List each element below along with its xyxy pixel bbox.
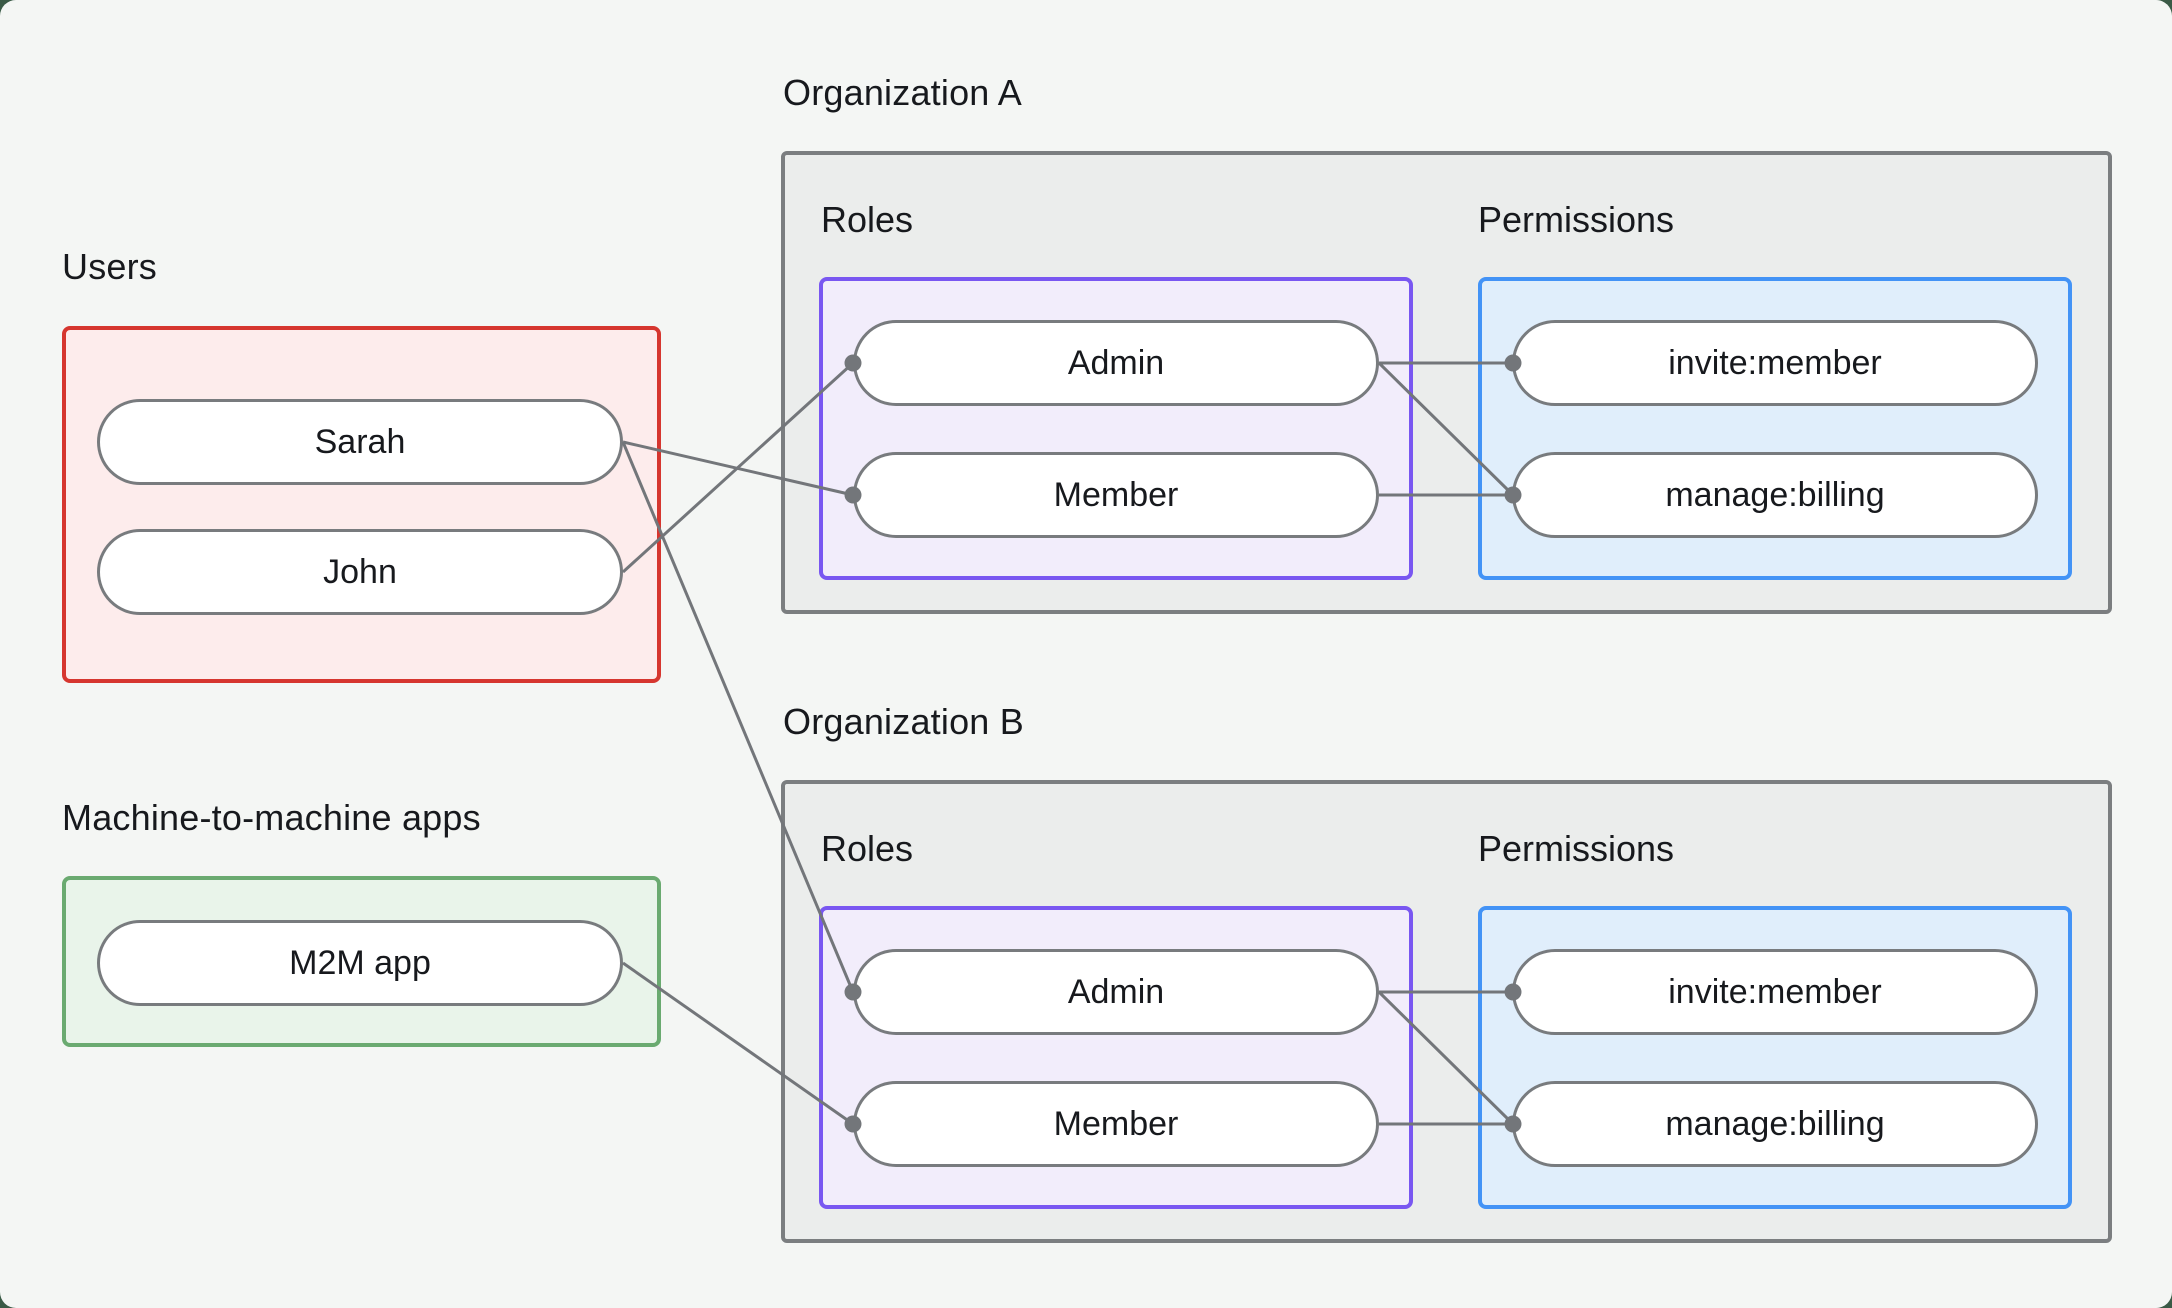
user-node-john: John <box>97 529 623 615</box>
org-b-box: Roles Permissions Admin Member invite:me… <box>781 780 2112 1243</box>
org-b-role-admin: Admin <box>853 949 1379 1035</box>
org-b-roles-box: Admin Member <box>819 906 1413 1209</box>
org-b-permissions-box: invite:member manage:billing <box>1478 906 2072 1209</box>
user-node-sarah: Sarah <box>97 399 623 485</box>
org-b-roles-label: Roles <box>821 828 914 869</box>
org-a-role-member: Member <box>853 452 1379 538</box>
org-a-roles-label: Roles <box>821 199 914 240</box>
m2m-group-box: M2M app <box>62 876 661 1047</box>
m2m-section-title: Machine-to-machine apps <box>62 797 481 838</box>
org-a-box: Roles Permissions Admin Member invite:me… <box>781 151 2112 614</box>
org-a-permissions-box: invite:member manage:billing <box>1478 277 2072 580</box>
org-a-permission-invite-member: invite:member <box>1512 320 2038 406</box>
org-b-permissions-label: Permissions <box>1478 828 1675 869</box>
org-a-role-admin: Admin <box>853 320 1379 406</box>
org-a-permissions-label: Permissions <box>1478 199 1675 240</box>
users-section-title: Users <box>62 246 158 287</box>
org-a-title: Organization A <box>783 72 1022 113</box>
org-b-permission-invite-member: invite:member <box>1512 949 2038 1035</box>
org-a-permission-manage-billing: manage:billing <box>1512 452 2038 538</box>
users-group-box: Sarah John <box>62 326 661 683</box>
org-a-roles-box: Admin Member <box>819 277 1413 580</box>
org-b-title: Organization B <box>783 701 1024 742</box>
org-b-role-member: Member <box>853 1081 1379 1167</box>
m2m-app-node: M2M app <box>97 920 623 1006</box>
org-b-permission-manage-billing: manage:billing <box>1512 1081 2038 1167</box>
